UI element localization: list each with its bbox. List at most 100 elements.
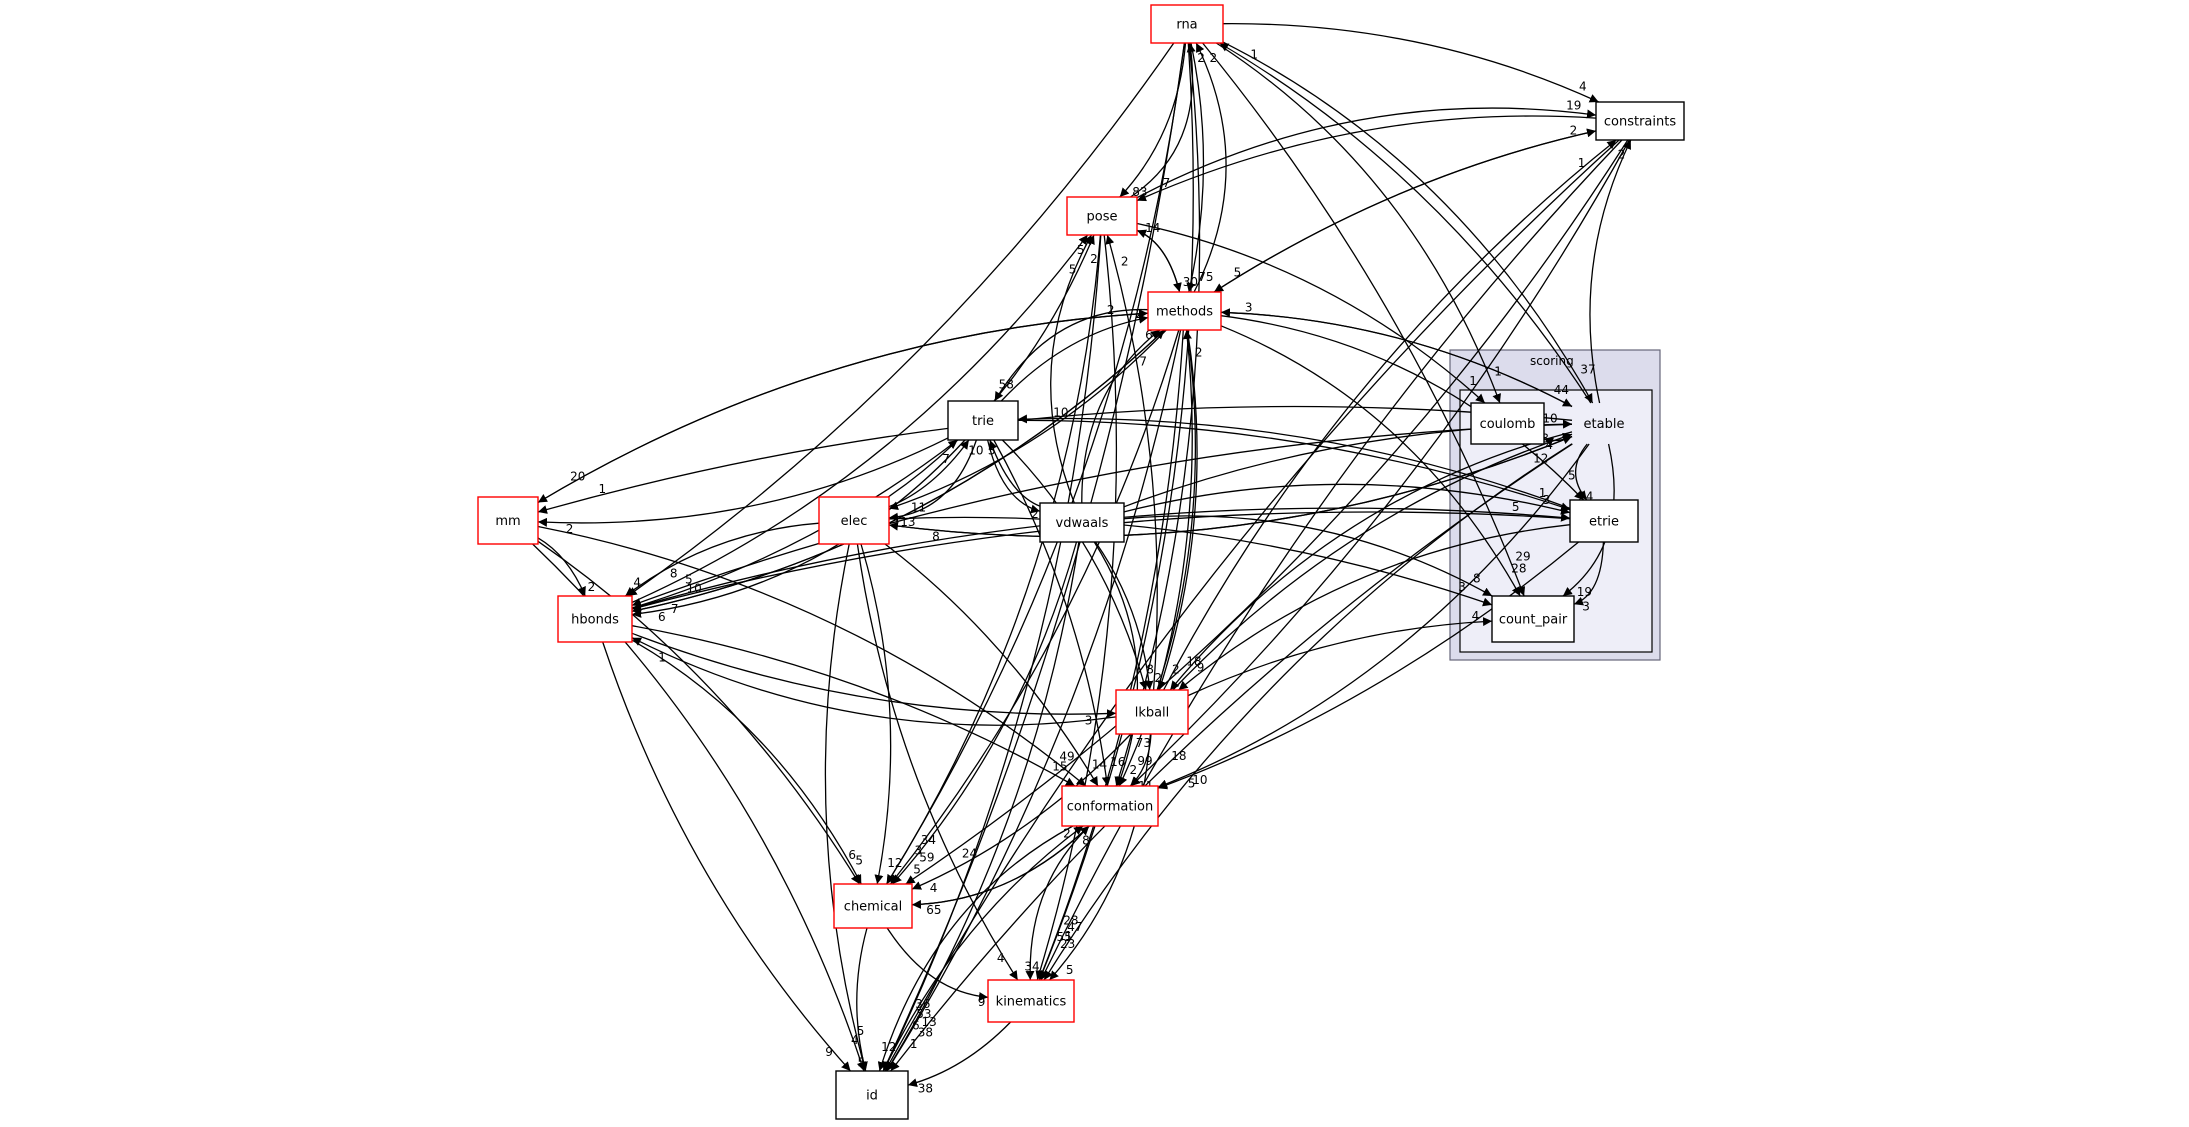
edge-lkball-to-constraints: 1 (1163, 139, 1617, 691)
edge-line (1220, 308, 1573, 408)
edge-mm-to-hbonds: 2 (537, 537, 595, 597)
node-label: trie (972, 414, 994, 429)
edge-count-label: 2 (1090, 252, 1098, 266)
edge-rna-to-pose: 83 (1119, 42, 1187, 199)
edge-mm-to-conformation: 49 (537, 525, 1087, 787)
edge-line (537, 525, 1087, 787)
edge-pose-to-coulomb: 1 (1136, 222, 1486, 404)
edge-line (1050, 234, 1093, 504)
node-lkball[interactable]: lkball (1115, 689, 1189, 735)
edge-count-label: 55 (1057, 930, 1072, 944)
edge-line (1119, 42, 1187, 198)
edge-count-label: 16 (1110, 755, 1125, 769)
edge-count-label: 20 (570, 470, 585, 484)
edge-line (1000, 314, 1149, 402)
edge-line (1094, 541, 1154, 691)
edge-line (1575, 443, 1588, 501)
node-trie[interactable]: trie (947, 400, 1019, 441)
edge-line (886, 541, 1080, 1072)
edge-line (887, 234, 1095, 498)
node-etrie[interactable]: etrie (1569, 499, 1639, 543)
node-box (1039, 502, 1125, 543)
node-label: etrie (1589, 515, 1619, 530)
edge-lkball-to-chemical: 4 (911, 733, 1132, 895)
edge-count-label: 5 (1188, 776, 1196, 790)
edge-line (631, 234, 1089, 603)
node-box (947, 400, 1019, 441)
node-elec[interactable]: elec (818, 496, 890, 545)
edge-count-label: 8 (1146, 663, 1154, 677)
node-box (557, 595, 633, 643)
edge-count-label: 3 (988, 444, 996, 458)
edge-line (1136, 222, 1486, 404)
node-coulomb[interactable]: coulomb (1470, 402, 1545, 445)
node-box (1491, 595, 1575, 643)
edge-count-label: 6 (848, 848, 856, 862)
edge-count-label: 44 (1554, 383, 1569, 397)
node-label: pose (1087, 210, 1118, 225)
edge-vdwaals-to-count_pair: 8 (1123, 515, 1493, 597)
edge-line (1049, 733, 1152, 981)
edge-line (986, 439, 1041, 514)
edge-line (1157, 443, 1590, 789)
node-label: hbonds (571, 613, 619, 628)
edge-count-label: 2 (1195, 346, 1203, 360)
node-rna[interactable]: rna (1150, 4, 1224, 44)
node-id[interactable]: id (835, 1070, 909, 1120)
cluster-title: scoring (1530, 354, 1574, 368)
node-hbonds[interactable]: hbonds (557, 595, 633, 643)
edge-line (824, 543, 868, 1072)
node-kinematics[interactable]: kinematics (987, 979, 1075, 1023)
node-label: constraints (1604, 115, 1676, 130)
node-conformation[interactable]: conformation (1061, 785, 1159, 827)
edge-count-label: 28 (1063, 914, 1078, 928)
edge-count-label: 5 (857, 1024, 865, 1038)
edge-line (911, 733, 1132, 890)
edge-lkball-to-etable: 8 (1172, 432, 1573, 691)
edge-count-label: 5 (1066, 963, 1074, 977)
edge-count-label: 2 (1130, 763, 1138, 777)
edge-hbonds-to-trie: 7 (631, 439, 958, 609)
edge-mm-to-methods: 2 (537, 303, 1149, 504)
edge-count-label: 75 (1198, 270, 1213, 284)
node-methods[interactable]: methods (1147, 291, 1222, 331)
edge-line (1573, 541, 1605, 606)
node-count_pair[interactable]: count_pair (1491, 595, 1575, 643)
edge-rna-to-methods: 75 (1186, 42, 1213, 293)
edge-lkball-to-pose: 2 (1105, 234, 1158, 691)
edge-count-label: 1 (658, 650, 666, 664)
node-vdwaals[interactable]: vdwaals (1039, 502, 1125, 543)
edge-constraints-to-conformation: 18 (1130, 139, 1630, 787)
edge-rna-to-kinematics: 47 (1038, 42, 1194, 981)
edge-methods-to-rna: 2 (1193, 42, 1227, 293)
edge-trie-to-lkball: 8 (1001, 439, 1154, 691)
edge-count-label: 1 (1578, 156, 1586, 170)
edge-methods-to-count_pair: 28 (1220, 325, 1527, 597)
node-pose[interactable]: pose (1066, 196, 1138, 236)
edge-line (1136, 229, 1181, 293)
node-label: vdwaals (1056, 516, 1109, 531)
edge-count-label: 1 (1250, 47, 1258, 61)
edge-count-label: 3 (1458, 580, 1466, 594)
edge-line (1220, 315, 1585, 501)
node-chemical[interactable]: chemical (833, 883, 913, 929)
edge-count-label: 1 (1065, 929, 1073, 943)
edge-hbonds-to-chemical: 5 (631, 639, 863, 885)
edge-count-label: 2 (1107, 303, 1115, 317)
node-mm[interactable]: mm (477, 496, 539, 545)
edge-line (856, 543, 1019, 981)
edge-line (1025, 825, 1090, 981)
edge-line (911, 825, 1090, 906)
edge-line (1040, 139, 1623, 981)
edge-line (889, 329, 1180, 885)
edge-count-label: 4 (997, 951, 1005, 965)
edge-count-label: 5 (855, 853, 863, 867)
edge-line (888, 439, 970, 508)
node-constraints[interactable]: constraints (1595, 101, 1685, 141)
edge-chemical-to-id: 5 (856, 927, 868, 1072)
edge-count-label: 4 (930, 881, 938, 895)
edge-line (888, 516, 1493, 607)
edge-elec-to-kinematics: 4 (856, 543, 1019, 981)
node-etable[interactable]: etable (1584, 417, 1625, 432)
edge-rna-to-hbonds: 8 (627, 42, 1175, 597)
